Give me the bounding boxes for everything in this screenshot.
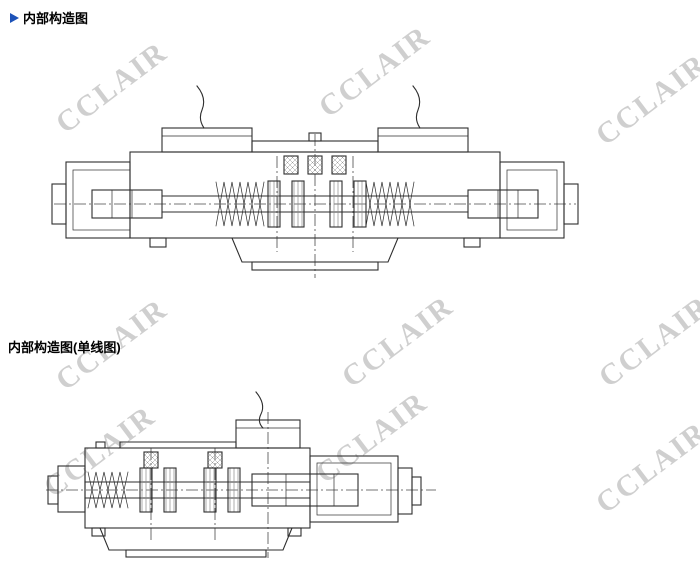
- solenoid-left: [51, 161, 163, 239]
- section-header-1: 内部构造图: [10, 8, 88, 27]
- end-cap-left: [47, 465, 86, 513]
- section-header-2: 内部构造图(单线图): [8, 337, 121, 356]
- spring-left: [215, 181, 265, 227]
- solenoid-right: [467, 161, 579, 239]
- spool-assembly: [84, 467, 311, 513]
- cable: [255, 391, 264, 429]
- cable-left: [196, 85, 205, 129]
- valve-diagram-single-solenoid: [46, 391, 436, 558]
- mounting-base: [231, 237, 399, 271]
- section-marker-icon: [10, 12, 19, 23]
- spring: [87, 471, 129, 509]
- valve-body: [84, 441, 311, 537]
- spool-assembly: [161, 180, 469, 228]
- section-title-text: 内部构造图: [23, 11, 89, 26]
- mounting-base: [99, 527, 293, 558]
- terminal-box-left: [161, 127, 253, 153]
- spring-right: [365, 181, 415, 227]
- cable-right: [412, 85, 421, 129]
- section-title-text: 内部构造图(单线图): [8, 340, 121, 355]
- terminal-box-right: [377, 127, 469, 153]
- valve-diagram-double-solenoid: [51, 85, 579, 278]
- solenoid: [251, 455, 422, 523]
